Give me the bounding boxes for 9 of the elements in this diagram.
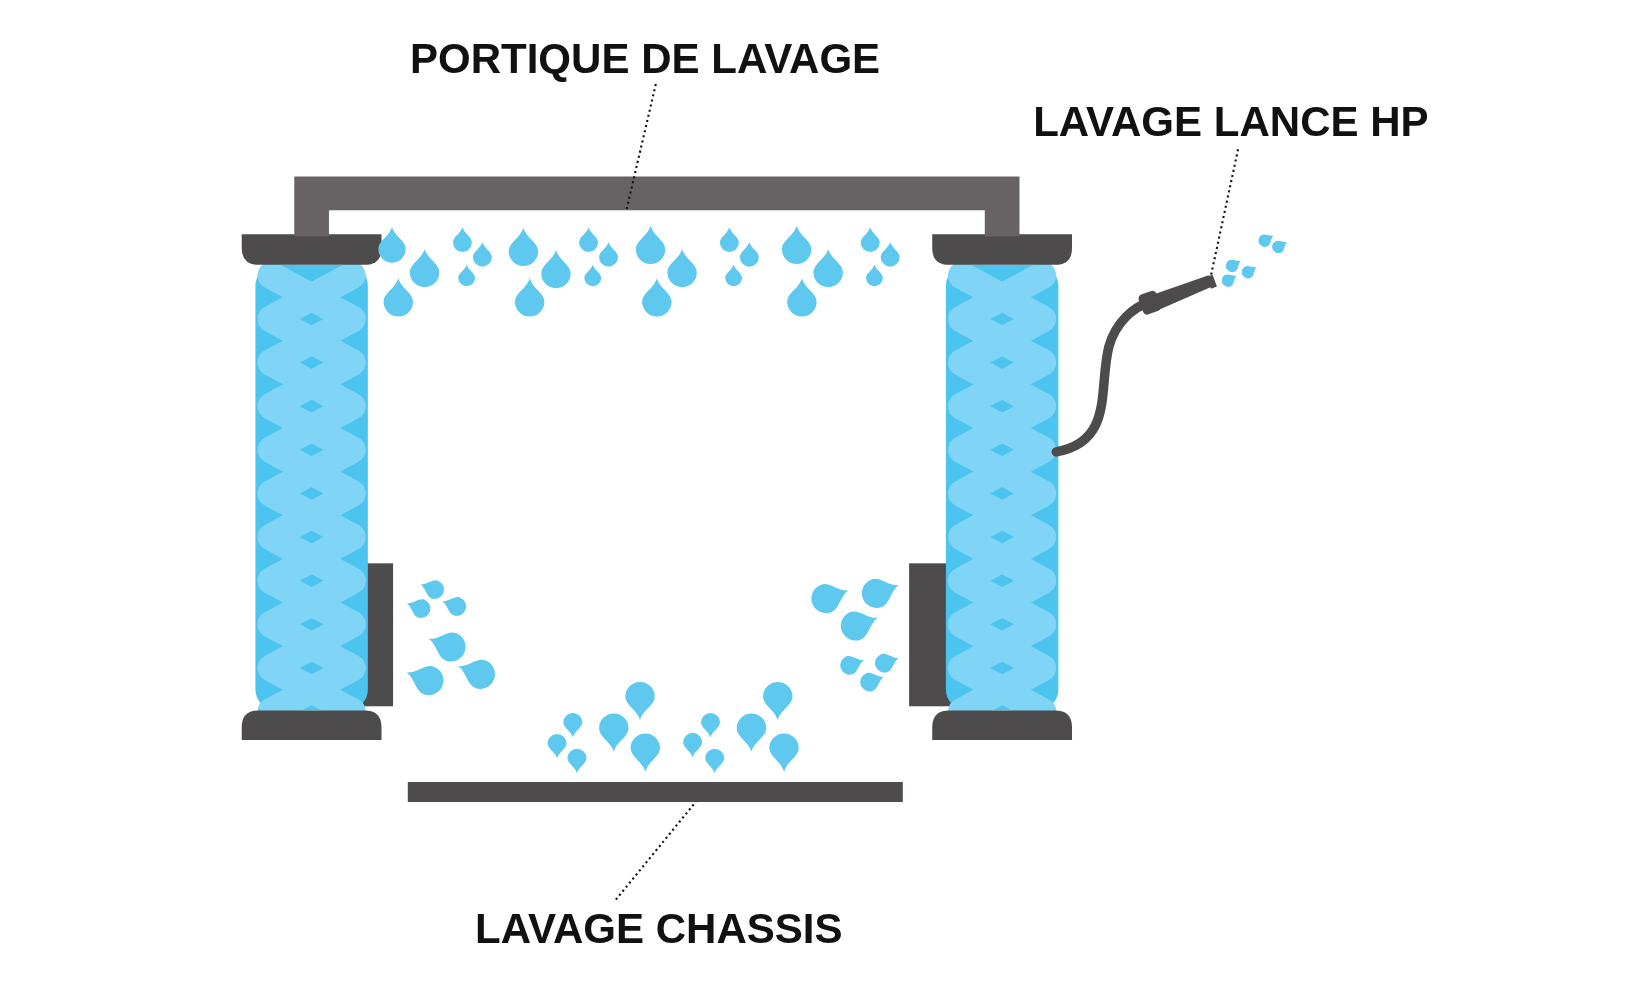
spray-nozzle-drawing (1051, 274, 1217, 457)
leader-line (625, 83, 657, 211)
part-label: PORTIQUE DE LAVAGE (409, 34, 881, 81)
leader-line (1209, 149, 1240, 277)
part-label: LAVAGE LANCE HP (1033, 97, 1429, 144)
gantry-frame (294, 176, 1020, 237)
leader-line (615, 801, 697, 901)
underbody-wash-bar (407, 781, 903, 802)
part-label: LAVAGE CHASSIS (475, 904, 843, 952)
